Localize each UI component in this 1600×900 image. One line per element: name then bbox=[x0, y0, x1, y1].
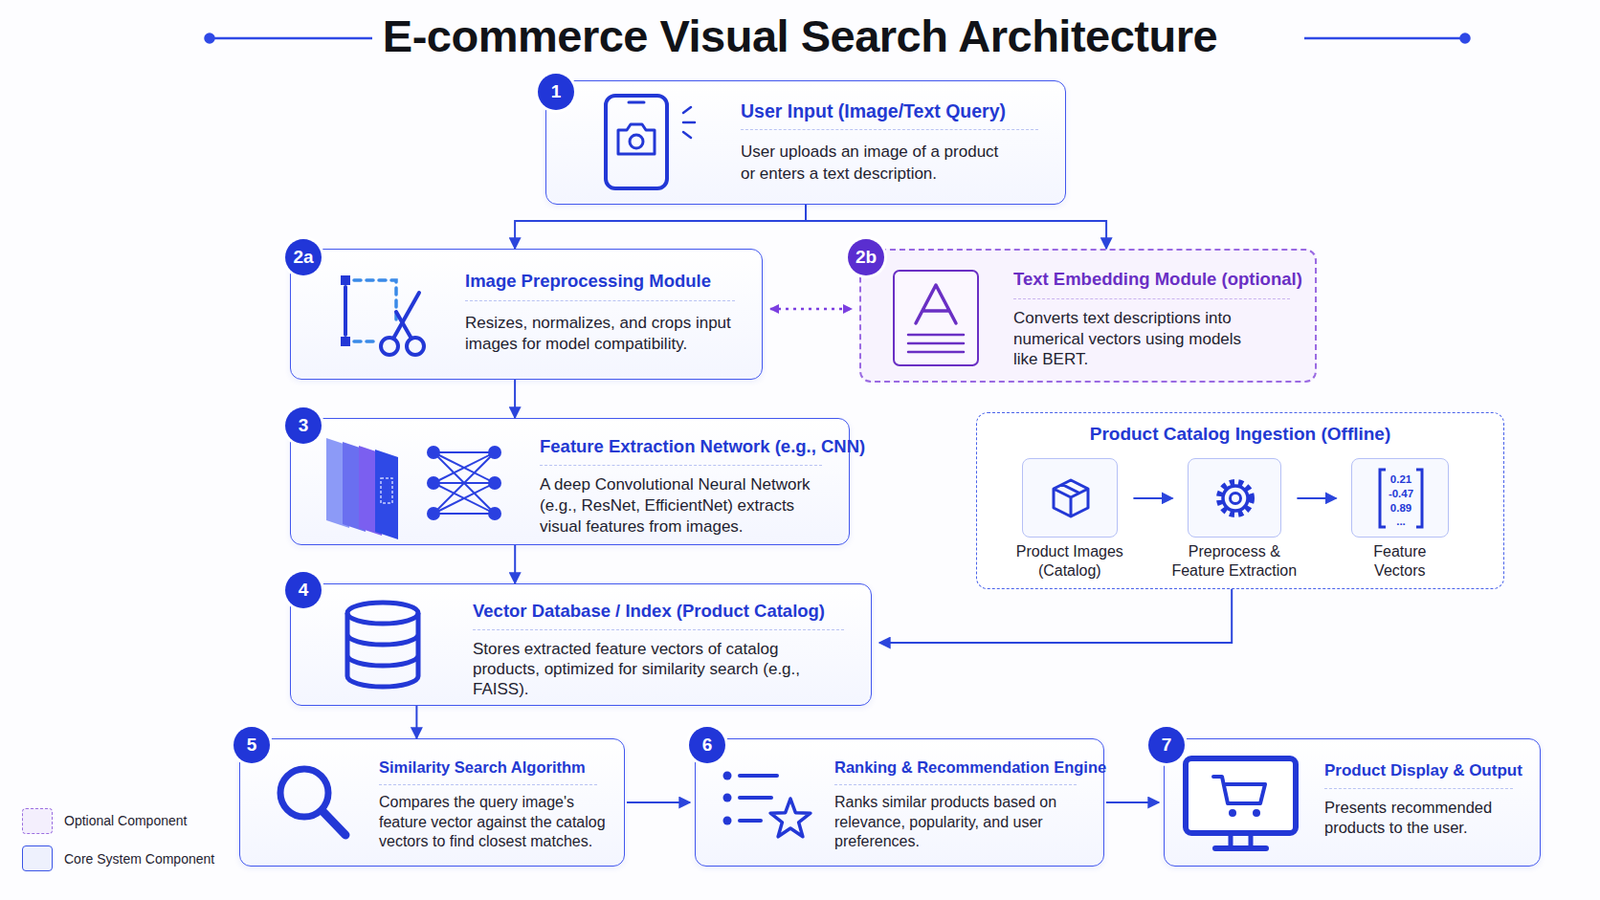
catalog-step-tile: Preprocess & Feature Extraction bbox=[1187, 458, 1282, 538]
connector-arrow bbox=[415, 706, 418, 739]
callout-number: 2a bbox=[285, 239, 322, 276]
node-content: Image Preprocessing ModuleResizes, norma… bbox=[465, 269, 741, 356]
vector-value: 0.21 bbox=[1381, 472, 1421, 488]
node-title: Feature Extraction Network (e.g., CNN) bbox=[539, 435, 866, 459]
diagram-title: E-commerce Visual Search Architecture bbox=[0, 9, 1600, 64]
node-title: Image Preprocessing Module bbox=[465, 269, 741, 293]
connector-arrow bbox=[513, 545, 516, 584]
vector-value: 0.89 bbox=[1381, 501, 1421, 516]
title-divider bbox=[740, 129, 1039, 131]
optional-process-box: Text Embedding Module (optional) Converts… bbox=[859, 248, 1317, 383]
node-description: A deep Convolutional Neural Network (e.g… bbox=[539, 474, 839, 538]
callout-number: 1 bbox=[537, 73, 575, 111]
tile-label: Feature Vectors bbox=[1352, 542, 1448, 581]
connector-arrow bbox=[514, 204, 806, 249]
process-box: Product Display & OutputPresents recomme… bbox=[1163, 738, 1541, 867]
process-box: User Input (Image/Text Query) User upload… bbox=[545, 80, 1067, 205]
legend-swatch bbox=[22, 808, 53, 835]
callout-number: 6 bbox=[688, 727, 726, 764]
node-title: Text Embedding Module (optional) bbox=[1013, 267, 1303, 291]
process-box: Vector Database / Index (Product Catalog… bbox=[289, 583, 872, 707]
connector-arrow bbox=[879, 589, 1232, 644]
title-divider bbox=[834, 784, 1077, 786]
process-box: Ranking & Recommendation EngineRanks sim… bbox=[694, 738, 1105, 867]
node-content: User Input (Image/Text Query) User upload… bbox=[740, 99, 1039, 185]
title-divider bbox=[539, 465, 823, 467]
node-title: Vector Database / Index (Product Catalog… bbox=[472, 600, 845, 623]
node-description: Stores extracted feature vectors of cata… bbox=[472, 639, 810, 700]
node-content: Vector Database / Index (Product Catalog… bbox=[472, 600, 845, 700]
tile-label: Preprocess & Feature Extraction bbox=[1167, 542, 1302, 581]
connector-arrow bbox=[1106, 801, 1159, 804]
node-content: Text Embedding Module (optional) Converts… bbox=[1013, 267, 1303, 371]
optional-link bbox=[770, 308, 852, 312]
process-box: Feature Extraction Network (e.g., CNN)A … bbox=[289, 418, 850, 546]
legend-text: Core System Component bbox=[64, 850, 215, 868]
tile-caption: Feature Vectors bbox=[1352, 542, 1448, 581]
connector-arrow bbox=[805, 204, 1107, 249]
tile-caption: Product Images (Catalog) bbox=[1002, 542, 1137, 581]
title-divider bbox=[1013, 298, 1290, 300]
title-divider bbox=[1324, 788, 1513, 790]
node-content: Similarity Search AlgorithmCompares the … bbox=[378, 755, 624, 853]
node-content: Feature Extraction Network (e.g., CNN) A … bbox=[539, 435, 866, 538]
callout-number: 7 bbox=[1148, 727, 1185, 764]
catalog-step-tile: Product Images (Catalog) bbox=[1022, 458, 1118, 538]
group-heading: Product Catalog Ingestion (Offline) bbox=[977, 422, 1504, 446]
callout-number: 2b bbox=[847, 239, 885, 276]
callout-number: 5 bbox=[233, 727, 270, 764]
title-divider bbox=[465, 300, 735, 302]
node-description: User uploads an image of a product or en… bbox=[740, 140, 1009, 185]
node-title: Ranking & Recommendation Engine bbox=[834, 755, 1107, 779]
node-description: Ranks similar products based on relevanc… bbox=[834, 793, 1068, 853]
node-description: Converts text descriptions into numerica… bbox=[1013, 308, 1268, 371]
callout-number: 3 bbox=[285, 407, 322, 445]
tile-caption: Preprocess & Feature Extraction bbox=[1167, 542, 1302, 581]
group-box: Product Catalog Ingestion (Offline) Produ… bbox=[976, 412, 1505, 590]
node-title: Similarity Search Algorithm bbox=[378, 755, 624, 779]
vector-value: -0.47 bbox=[1381, 487, 1421, 502]
legend-text: Optional Component bbox=[64, 812, 187, 830]
title-divider bbox=[378, 784, 598, 786]
process-box: Similarity Search AlgorithmCompares the … bbox=[239, 738, 625, 867]
node-description: Presents recommended products to the use… bbox=[1324, 798, 1516, 839]
node-content: Product Display & OutputPresents recomme… bbox=[1324, 759, 1523, 839]
vector-value: ... bbox=[1381, 514, 1421, 530]
node-content: Ranking & Recommendation EngineRanks sim… bbox=[834, 755, 1107, 853]
process-box: Image Preprocessing ModuleResizes, norma… bbox=[289, 248, 763, 380]
connector-arrow bbox=[513, 379, 516, 419]
node-description: Resizes, normalizes, and crops input ima… bbox=[465, 312, 741, 356]
connector-arrow bbox=[626, 801, 690, 804]
callout-number: 4 bbox=[285, 572, 322, 609]
node-description: Compares the query image's feature vecto… bbox=[378, 793, 624, 853]
node-title: Product Display & Output bbox=[1324, 759, 1523, 783]
legend-swatch bbox=[22, 845, 53, 872]
tile-label: Product Images (Catalog) bbox=[1002, 542, 1137, 581]
node-title: User Input (Image/Text Query) bbox=[740, 99, 1039, 123]
title-divider bbox=[472, 629, 845, 631]
